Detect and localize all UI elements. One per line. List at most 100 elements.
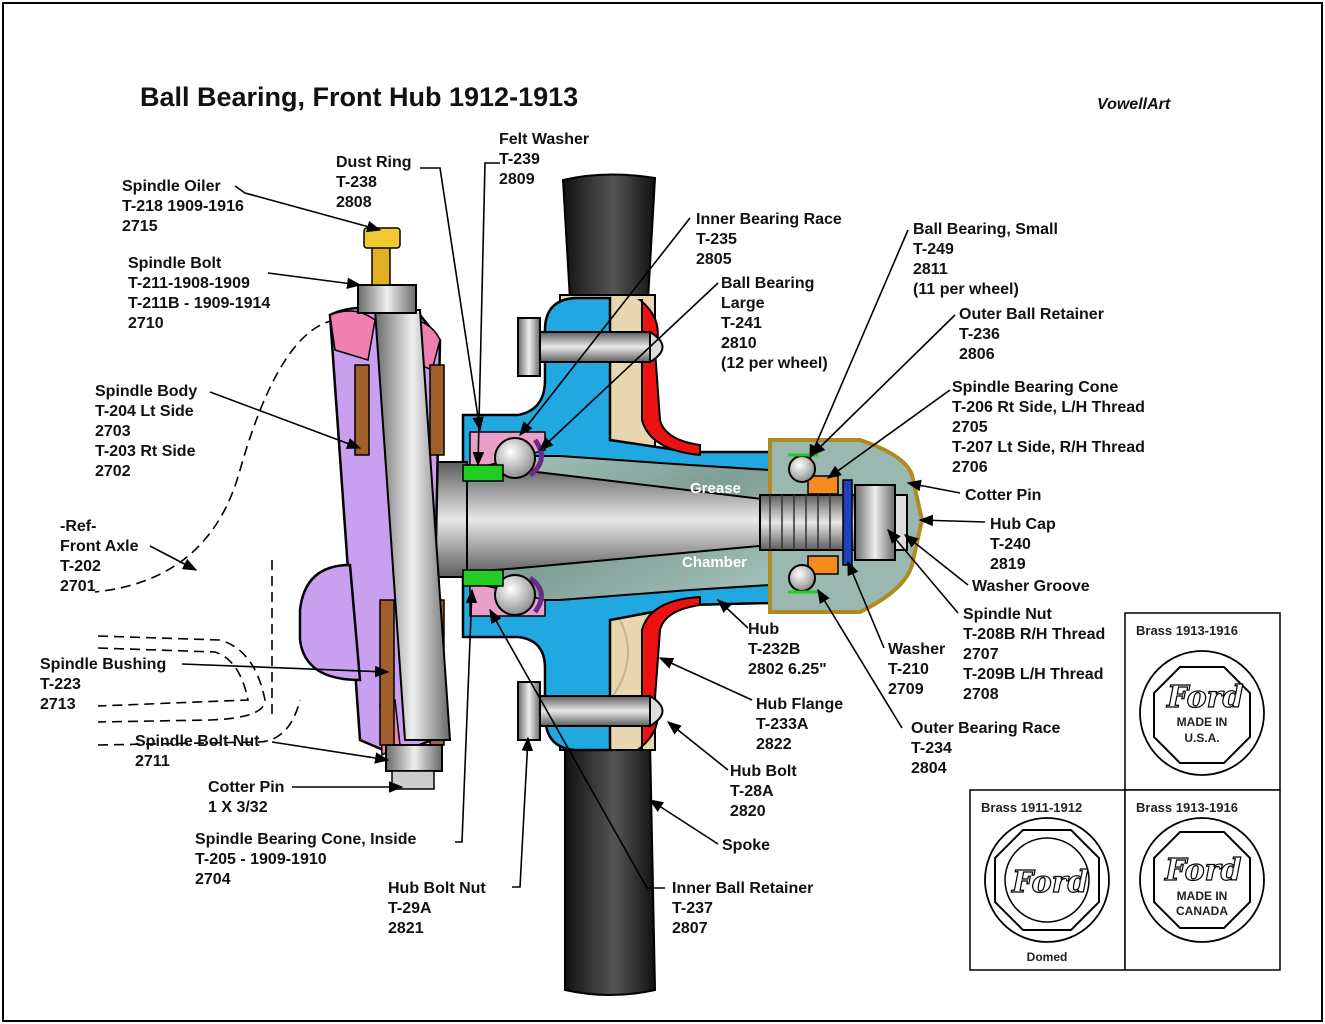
label-hub-bolt-line-3: 2820 <box>730 803 766 820</box>
spindle-body-shape <box>298 227 452 790</box>
label-cotter-pin-left-line-1: Cotter Pin <box>208 779 284 796</box>
label-spindle-bearing-cone-inside-line-3: 2704 <box>195 871 231 888</box>
label-front-axle-line-2: Front Axle <box>60 538 139 555</box>
label-washer-line-2: T-210 <box>888 661 929 678</box>
label-front-axle-line-4: 2701 <box>60 578 96 595</box>
hubcap-usa-line-1: MADE IN <box>1177 715 1228 729</box>
label-spindle-bolt-line-2: T-211-1908-1909 <box>128 275 250 292</box>
label-cotter-pin-right: Cotter Pin <box>965 487 1041 504</box>
large-bearings <box>462 431 546 617</box>
label-washer-groove: Washer Groove <box>972 578 1090 595</box>
label-front-axle-line-3: T-202 <box>60 558 101 575</box>
label-spoke: Spoke <box>722 837 770 854</box>
label-spoke-line-1: Spoke <box>722 837 770 854</box>
small-bearings <box>788 453 818 594</box>
label-dust-ring-line-3: 2808 <box>336 194 372 211</box>
hubcap-1911-title: Brass 1911-1912 <box>981 800 1082 815</box>
label-spindle-oiler-line-2: T-218 1909-1916 <box>122 198 244 215</box>
label-hub-cap-line-3: 2819 <box>990 556 1026 573</box>
ford-script-usa: Ford <box>1166 680 1243 715</box>
label-spindle-nut-line-1: Spindle Nut <box>963 606 1053 623</box>
label-outer-ball-retainer-line-3: 2806 <box>959 346 995 363</box>
label-spindle-oiler-line-1: Spindle Oiler <box>122 178 221 195</box>
label-hub-flange-line-3: 2822 <box>756 736 792 753</box>
label-outer-bearing-race-line-3: 2804 <box>911 760 947 777</box>
label-felt-washer-line-2: T-239 <box>499 151 540 168</box>
label-washer-line-3: 2709 <box>888 681 924 698</box>
label-spindle-bushing-line-1: Spindle Bushing <box>40 656 166 673</box>
label-hub-cap-line-1: Hub Cap <box>990 516 1056 533</box>
hub-bolts <box>517 317 664 741</box>
label-cotter-pin-right-line-1: Cotter Pin <box>965 487 1041 504</box>
label-ball-bearing-small-line-2: T-249 <box>913 241 954 258</box>
label-outer-ball-retainer-line-2: T-236 <box>959 326 1000 343</box>
ford-script-1911: Ford <box>1011 865 1088 900</box>
label-felt-washer-line-3: 2809 <box>499 171 535 188</box>
label-spindle-nut-line-4: T-209B L/H Thread <box>963 666 1103 683</box>
label-inner-bearing-race-line-3: 2805 <box>696 251 732 268</box>
label-outer-ball-retainer-line-1: Outer Ball Retainer <box>959 306 1104 323</box>
label-hub-bolt-nut-line-3: 2821 <box>388 920 424 937</box>
label-hub-flange-line-1: Hub Flange <box>756 696 843 713</box>
label-hub-line-3: 2802 6.25" <box>748 661 827 678</box>
label-spindle-nut-line-2: T-208B R/H Thread <box>963 626 1105 643</box>
label-spindle-bolt-nut: Spindle Bolt Nut 2711 <box>135 733 260 770</box>
label-inner-bearing-race-line-2: T-235 <box>696 231 737 248</box>
label-inner-ball-retainer-line-1: Inner Ball Retainer <box>672 880 813 897</box>
label-hub-bolt-line-2: T-28A <box>730 783 774 800</box>
label-felt-washer-line-1: Felt Washer <box>499 131 589 148</box>
hubcap-variants: Brass 1913-1916 Brass 1911-1912 Brass 19… <box>969 612 1281 971</box>
ford-script-canada: Ford <box>1164 853 1241 888</box>
label-spindle-bearing-cone-line-5: 2706 <box>952 459 988 476</box>
label-spindle-bolt-line-3: T-211B - 1909-1914 <box>128 295 270 312</box>
label-spindle-body-line-2: T-204 Lt Side <box>95 403 194 420</box>
label-spindle-bearing-cone-line-1: Spindle Bearing Cone <box>952 379 1118 396</box>
hubcap-canada-line-2: CANADA <box>1176 904 1228 918</box>
label-spindle-bushing-line-2: T-223 <box>40 676 81 693</box>
label-ball-bearing-large-line-3: T-241 <box>721 315 762 332</box>
hubcap-usa-line-2: U.S.A. <box>1184 731 1219 745</box>
label-ball-bearing-large-line-2: Large <box>721 295 765 312</box>
label-spindle-bearing-cone-inside-line-2: T-205 - 1909-1910 <box>195 851 327 868</box>
label-outer-bearing-race-line-1: Outer Bearing Race <box>911 720 1060 737</box>
artist-credit: VowellArt <box>1097 96 1171 113</box>
label-front-axle-line-1: -Ref- <box>60 518 96 535</box>
label-hub-line-1: Hub <box>748 621 779 638</box>
label-spindle-bearing-cone-line-2: T-206 Rt Side, L/H Thread <box>952 399 1145 416</box>
label-hub-bolt-nut-line-1: Hub Bolt Nut <box>388 880 486 897</box>
label-spindle-bolt-nut-line-1: Spindle Bolt Nut <box>135 733 260 750</box>
label-spindle-body-line-4: T-203 Rt Side <box>95 443 196 460</box>
label-spindle-bushing-line-3: 2713 <box>40 696 76 713</box>
label-inner-ball-retainer-line-3: 2807 <box>672 920 708 937</box>
label-ball-bearing-small-line-1: Ball Bearing, Small <box>913 221 1058 238</box>
label-inner-ball-retainer-line-2: T-237 <box>672 900 713 917</box>
label-outer-bearing-race-line-2: T-234 <box>911 740 952 757</box>
label-dust-ring-line-1: Dust Ring <box>336 154 412 171</box>
label-spindle-nut-line-3: 2707 <box>963 646 999 663</box>
page-title: Ball Bearing, Front Hub 1912-1913 <box>140 82 578 112</box>
leader-lines <box>149 162 986 889</box>
label-spindle-bearing-cone-line-3: 2705 <box>952 419 988 436</box>
label-inner-bearing-race-line-1: Inner Bearing Race <box>696 211 842 228</box>
hubcap-1911-footer: Domed <box>1027 950 1068 964</box>
label-spindle-bearing-cone-inside-line-1: Spindle Bearing Cone, Inside <box>195 831 416 848</box>
hubcap-canada-title: Brass 1913-1916 <box>1136 800 1238 815</box>
label-spindle-bolt-nut-line-2: 2711 <box>135 753 170 770</box>
